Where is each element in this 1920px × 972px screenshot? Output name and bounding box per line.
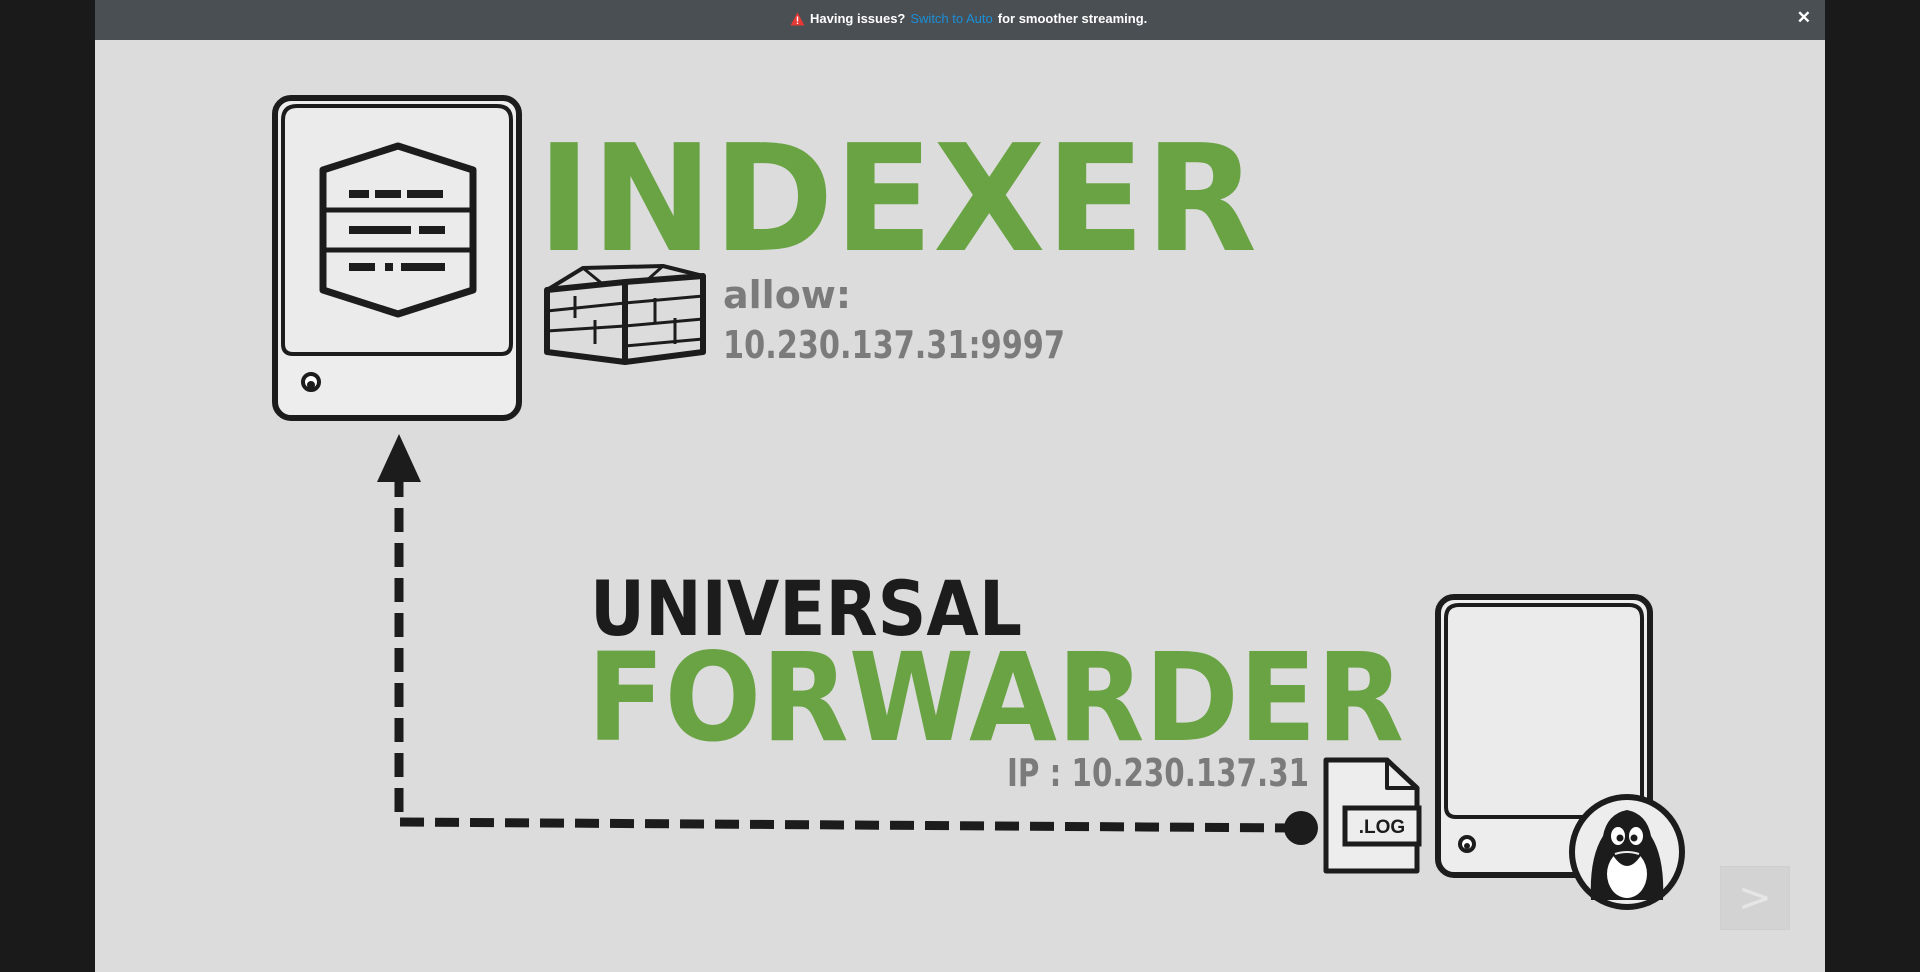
data-flow-arrow xyxy=(377,434,1318,845)
allow-label: allow: xyxy=(723,273,851,317)
firewall-brick-icon xyxy=(544,264,706,365)
forwarder-label: FORWARDER xyxy=(587,627,1404,769)
notice-message: Having issues? Switch to Auto for smooth… xyxy=(790,11,1147,26)
allow-address: 10.230.137.31:9997 xyxy=(723,323,1065,367)
streaming-notice-bar: Having issues? Switch to Auto for smooth… xyxy=(95,0,1825,40)
indexer-title: INDEXER xyxy=(537,113,1257,285)
slide-diagram: INDEXER allow: 10.230.137.31:9997 U xyxy=(272,95,1685,910)
splunk-indexer-badge-icon xyxy=(319,142,477,318)
log-file-icon: .LOG xyxy=(1323,757,1422,874)
warning-triangle-icon xyxy=(790,12,805,25)
switch-to-auto-link[interactable]: Switch to Auto xyxy=(910,11,993,26)
notice-question: Having issues? xyxy=(810,11,906,26)
next-slide-button[interactable]: > xyxy=(1720,866,1790,930)
universal-label: UNIVERSAL xyxy=(590,564,1022,653)
video-stage: Having issues? Switch to Auto for smooth… xyxy=(95,0,1825,972)
close-icon[interactable]: ✕ xyxy=(1796,8,1811,27)
forwarder-ip-label: IP : 10.230.137.31 xyxy=(1007,751,1309,795)
log-label: .LOG xyxy=(1359,817,1405,838)
linux-penguin-icon xyxy=(1569,794,1685,910)
notice-suffix: for smoother streaming. xyxy=(997,11,1148,26)
